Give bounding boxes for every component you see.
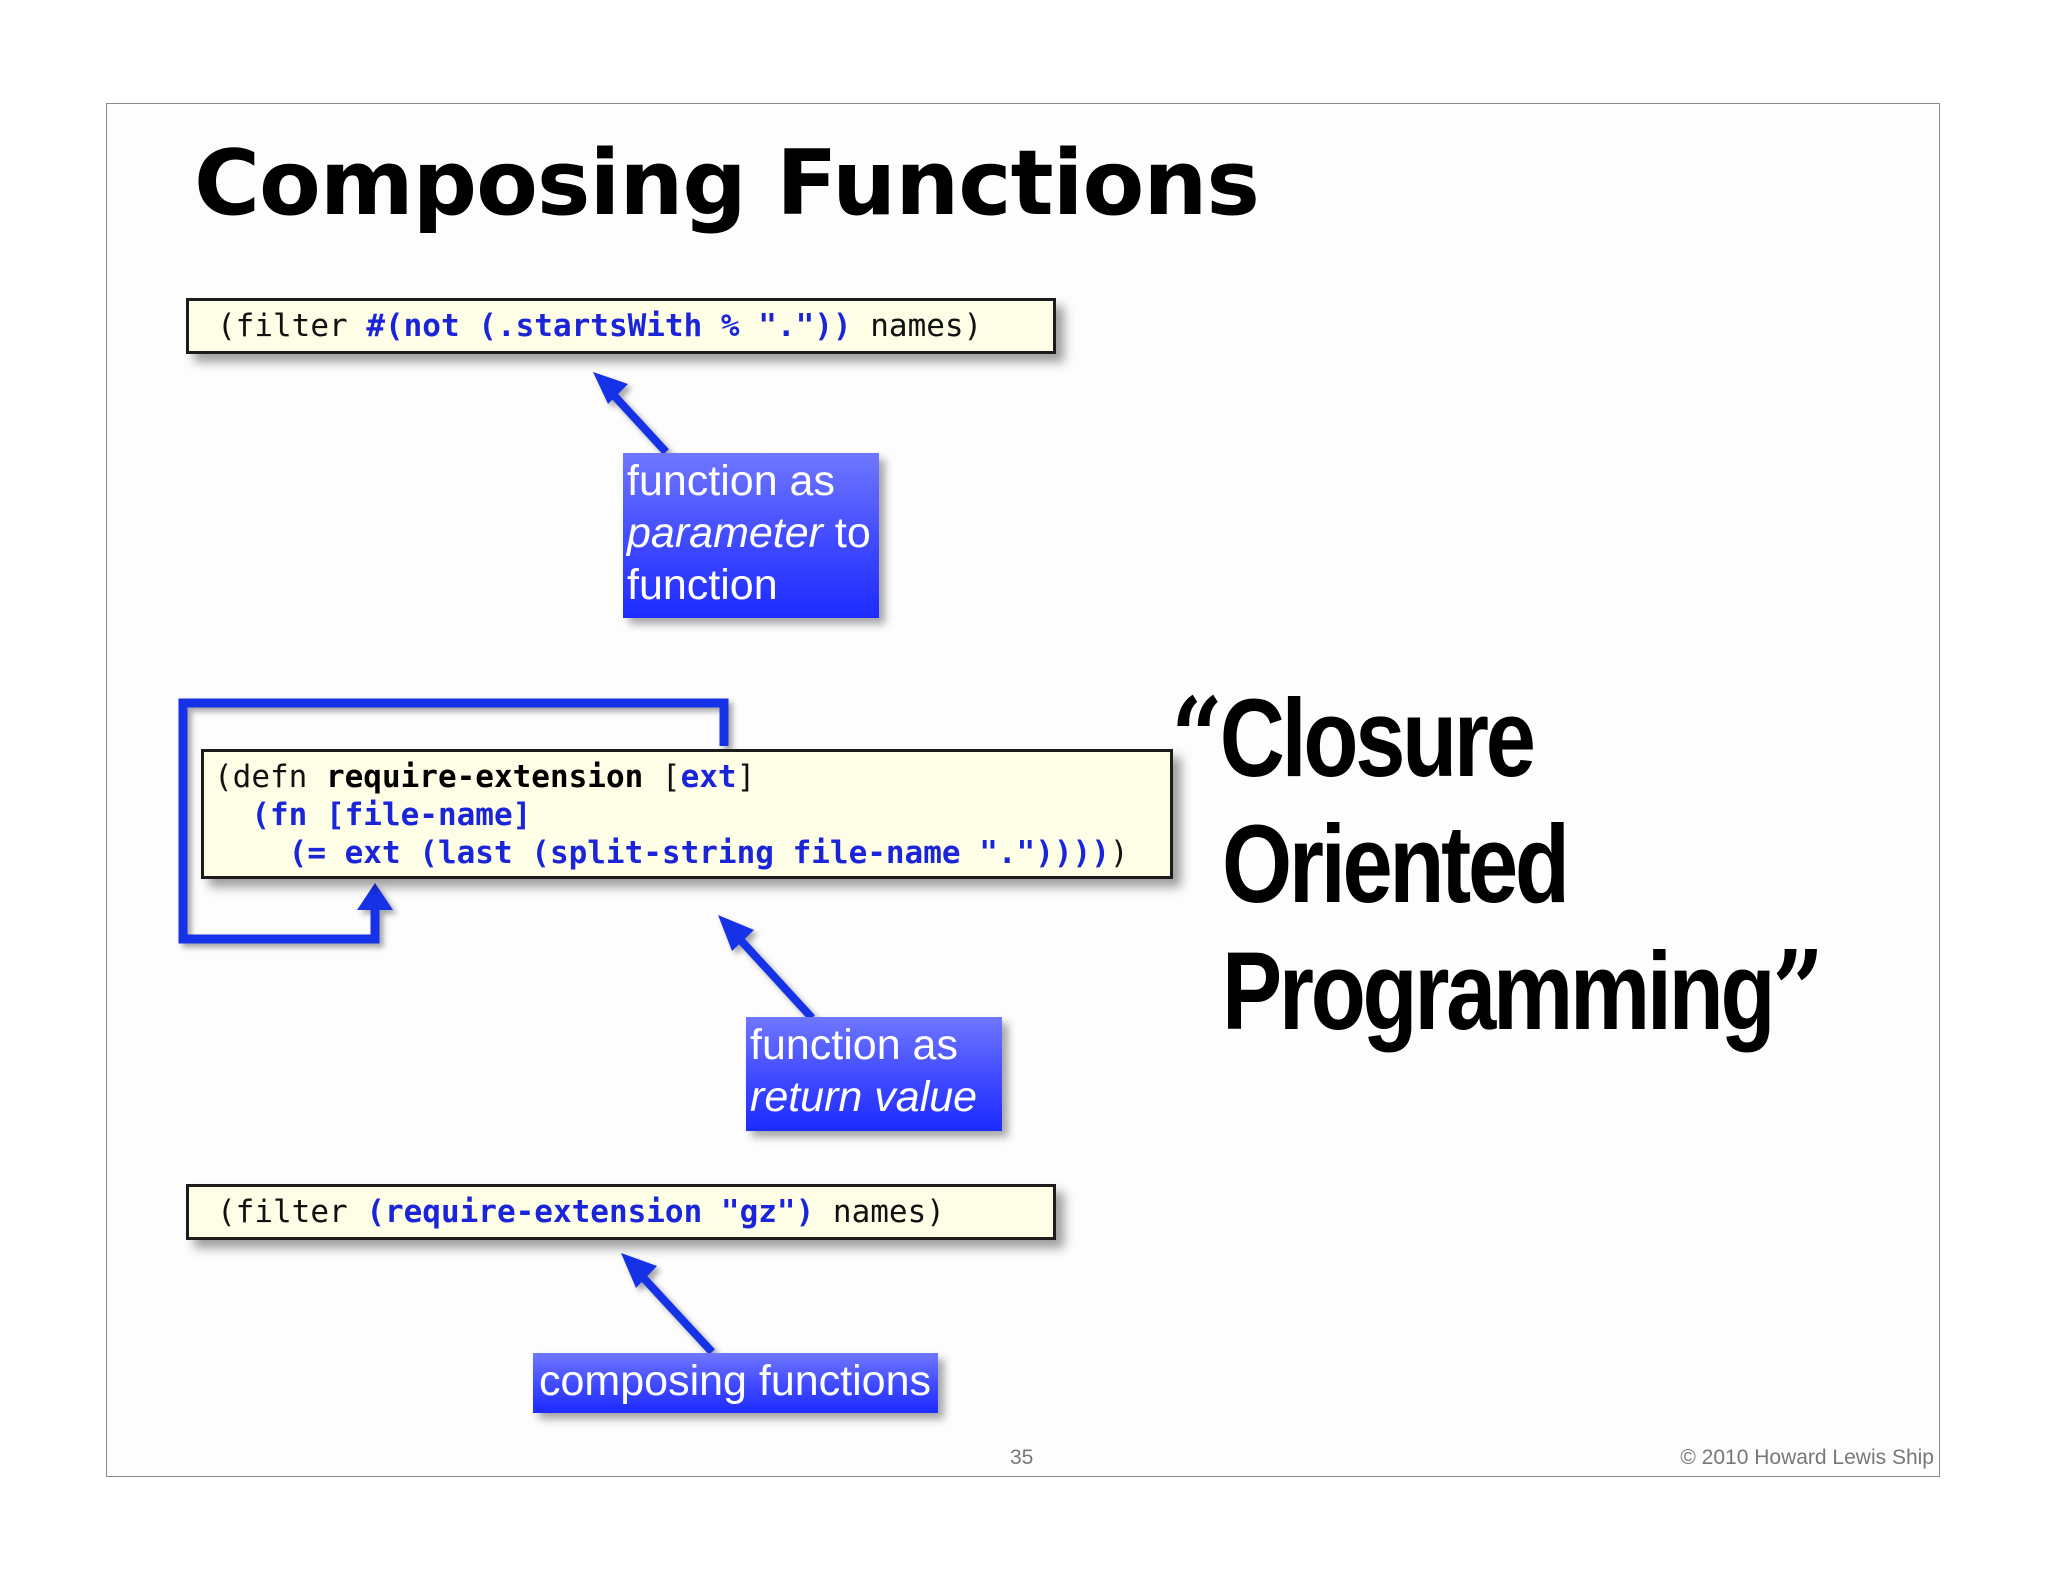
code-token: #(not (.startsWith % ".")) xyxy=(366,308,852,344)
page-number: 35 xyxy=(1010,1446,1034,1469)
code-token: ext xyxy=(680,759,737,795)
code-token: require-extension xyxy=(325,759,644,795)
code-token: (filter xyxy=(217,308,367,344)
callout-composing-functions: composing functions xyxy=(533,1353,938,1413)
arrow-to-composed-call xyxy=(621,1253,715,1355)
code-token xyxy=(214,797,251,833)
arrow-to-inner-fn xyxy=(718,915,815,1021)
code-line: (filter (require-extension "gz") names) xyxy=(217,1193,1053,1231)
quote-close-mark: ” xyxy=(1772,926,1824,1055)
code-line: (= ext (last (split-string file-name "."… xyxy=(214,834,1170,872)
copyright-notice: © 2010 Howard Lewis Ship xyxy=(1680,1446,1934,1469)
callout-return-line1: function as xyxy=(750,1021,958,1069)
callout-function-as-return: function as return value xyxy=(746,1017,1002,1131)
arrow-to-anon-fn xyxy=(593,372,669,455)
code-line: (defn require-extension [ext] xyxy=(214,758,1170,796)
quote-open-mark: “ xyxy=(1171,673,1223,802)
return-loop-bracket xyxy=(178,698,729,944)
callout-parameter-line1: function as xyxy=(627,457,835,505)
code-token: (filter xyxy=(217,1194,367,1230)
callout-parameter-line2-rest: to xyxy=(822,509,871,557)
code-token: (require-extension "gz") xyxy=(366,1194,815,1230)
callout-return-emphasis: return value xyxy=(750,1073,978,1121)
callout-parameter-emphasis: parameter xyxy=(627,509,823,557)
code-token: names) xyxy=(851,308,983,344)
callout-composing-line1: composing functions xyxy=(539,1357,931,1405)
quote-line-programming: Programming xyxy=(1222,930,1776,1053)
slide-title: Composing Functions xyxy=(194,131,1260,236)
code-token xyxy=(214,835,289,871)
code-token: [ xyxy=(643,759,681,795)
quote-line-oriented: Oriented xyxy=(1222,803,1570,926)
code-block-defn: (defn require-extension [ext] (fn [file-… xyxy=(201,749,1173,879)
code-block-filter-anon: (filter #(not (.startsWith % ".")) names… xyxy=(186,298,1056,354)
closure-quote: “Closure Oriented Programming” xyxy=(1171,675,1824,1055)
code-token: names) xyxy=(814,1194,945,1230)
code-token: (= ext (last (split-string file-name "."… xyxy=(288,835,1110,871)
callout-function-as-parameter: function as parameter to function xyxy=(623,453,879,618)
code-line: (fn [file-name] xyxy=(214,796,1170,834)
code-line: (filter #(not (.startsWith % ".")) names… xyxy=(217,307,1053,345)
code-token: (defn xyxy=(214,759,326,795)
code-token: ] xyxy=(736,759,756,795)
code-block-filter-compose: (filter (require-extension "gz") names) xyxy=(186,1184,1056,1240)
quote-line-closure: Closure xyxy=(1219,677,1536,800)
callout-parameter-line3: function xyxy=(627,561,778,609)
code-token: (fn [file-name] xyxy=(251,797,532,833)
code-token: ) xyxy=(1109,835,1129,871)
